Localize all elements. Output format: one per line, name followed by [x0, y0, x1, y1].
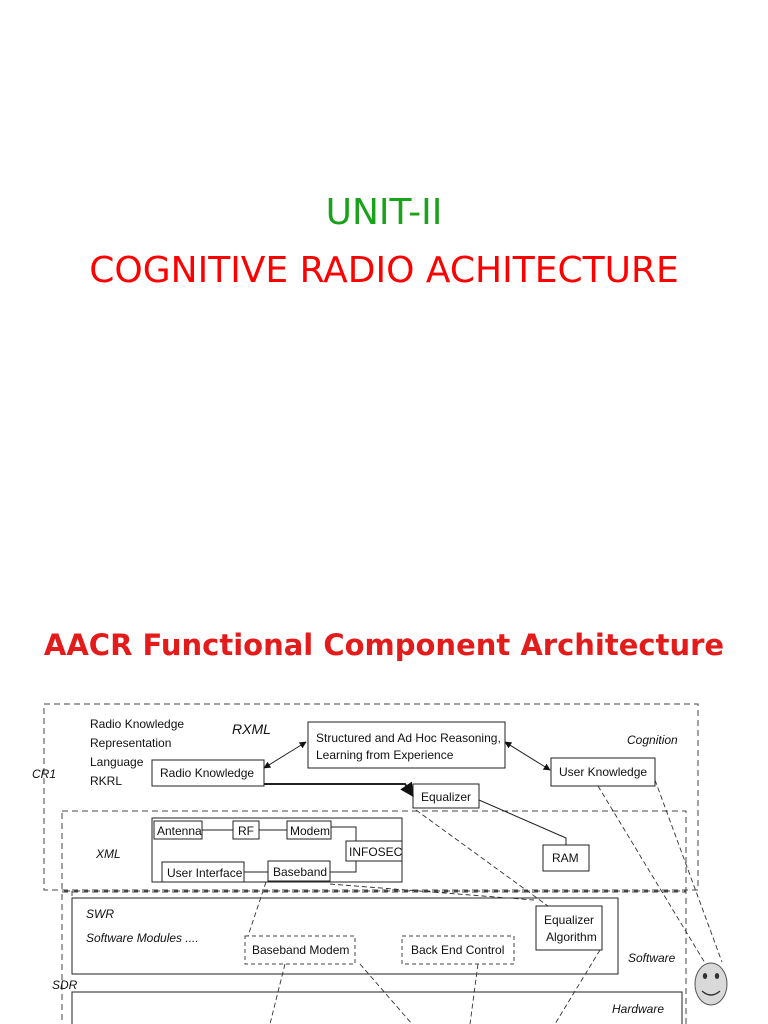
equalizer-algorithm-box	[535, 905, 603, 951]
sdr-label: SDR	[52, 978, 78, 992]
user-interface-label: User Interface	[167, 866, 243, 880]
baseband-modem-label: Baseband Modem	[252, 943, 349, 957]
architecture-diagram: Radio Knowledge Representation Language …	[32, 703, 728, 1024]
swr-label: SWR	[86, 907, 114, 921]
rxml-label: RXML	[232, 721, 271, 737]
ram-box	[542, 844, 590, 872]
infosec-label: INFOSEC	[349, 845, 403, 859]
swr-region	[71, 897, 619, 975]
diagram-title: AACR Functional Component Architecture	[43, 628, 725, 662]
radio-knowledge-label: Radio Knowledge	[160, 766, 254, 780]
rf-label: RF	[238, 824, 254, 838]
user-knowledge-box	[550, 757, 656, 787]
radio-knowledge-box	[151, 759, 265, 787]
reasoning-label-2: Learning from Experience	[316, 748, 454, 762]
modem-label: Modem	[290, 824, 330, 838]
cr1-label: CR1	[32, 767, 56, 781]
back-end-control-box	[401, 935, 515, 965]
baseband-label: Baseband	[273, 865, 327, 879]
slide-title: COGNITIVE RADIO ACHITECTURE	[89, 250, 679, 291]
equalizer-algorithm-label-2: Algorithm	[546, 930, 597, 944]
unit-heading: UNIT-II	[325, 192, 443, 233]
reasoning-box	[307, 721, 506, 769]
infosec-box	[345, 840, 403, 862]
smiley-face-icon	[694, 962, 728, 1006]
equalizer-algorithm-label-1: Equalizer	[544, 913, 594, 927]
xml-region	[61, 810, 687, 892]
hardware-region	[71, 991, 683, 1024]
rkrl-label-3: Language	[90, 755, 144, 769]
ram-label: RAM	[552, 851, 579, 865]
baseband-modem-box	[244, 935, 356, 965]
cognition-label: Cognition	[627, 733, 678, 747]
equalizer-box	[412, 783, 480, 809]
rkrl-label-1: Radio Knowledge	[90, 717, 184, 731]
equalizer-label: Equalizer	[421, 790, 471, 804]
sdr-region	[61, 891, 687, 1024]
baseband-box	[267, 860, 331, 882]
rkrl-label-2: Representation	[90, 736, 171, 750]
back-end-control-label: Back End Control	[411, 943, 504, 957]
software-modules-label: Software Modules ....	[86, 931, 199, 945]
hardware-label: Hardware	[612, 1002, 664, 1016]
rkrl-label-4: RKRL	[90, 774, 122, 788]
xml-label: XML	[95, 847, 121, 861]
reasoning-label-1: Structured and Ad Hoc Reasoning,	[316, 731, 501, 745]
software-label: Software	[628, 951, 676, 965]
user-knowledge-label: User Knowledge	[559, 765, 647, 779]
antenna-label: Antenna	[157, 824, 202, 838]
